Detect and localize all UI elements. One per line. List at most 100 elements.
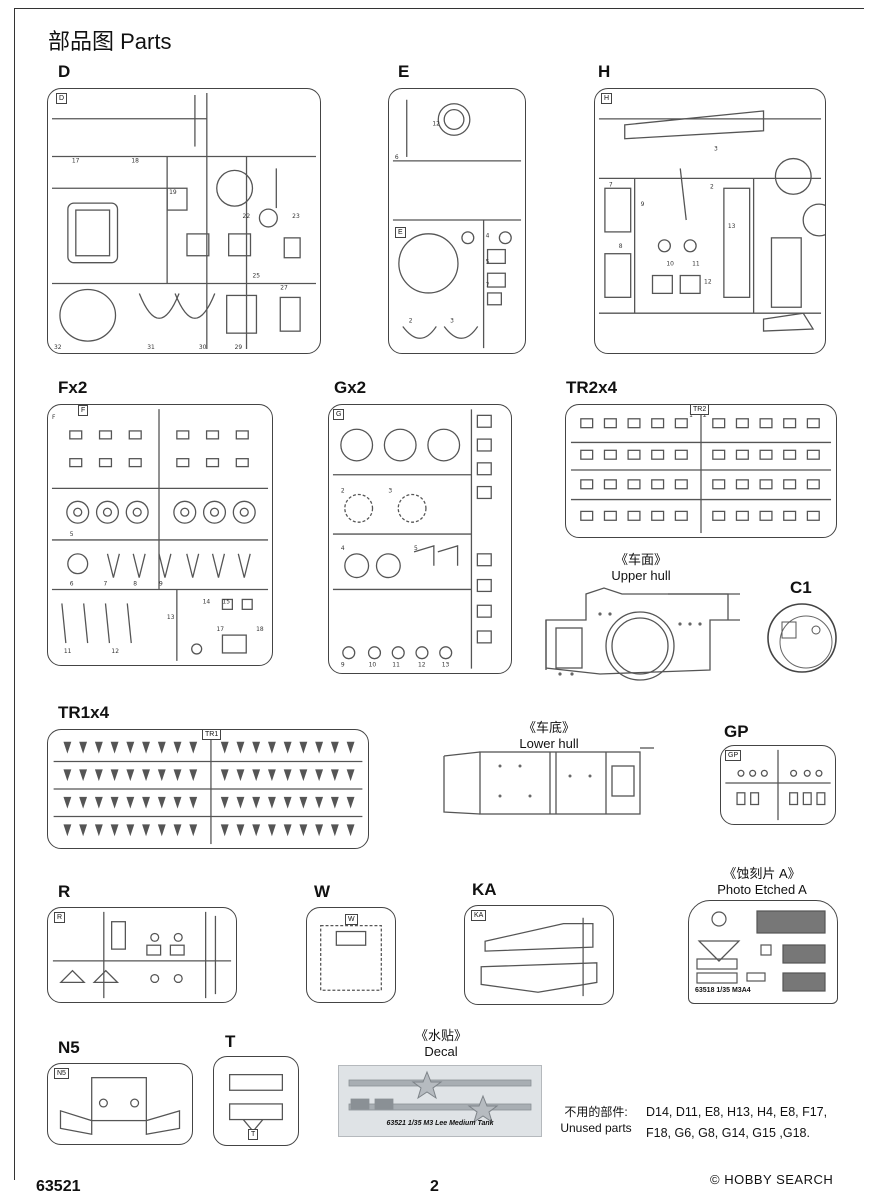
photo-etched-code: 63518 1/35 M3A4 (695, 987, 751, 994)
svg-text:4: 4 (486, 234, 490, 240)
svg-text:17: 17 (216, 626, 224, 633)
unused-parts-label: 不用的部件: Unused parts (558, 1104, 634, 1136)
sprue-label-t: T (225, 1032, 236, 1051)
unused-parts-label-en: Unused parts (560, 1121, 632, 1135)
svg-text:12: 12 (418, 662, 426, 669)
decal-label-cn: 《水贴》 (414, 1028, 467, 1043)
svg-text:5: 5 (414, 545, 418, 552)
page-title: 部品图 Parts (48, 29, 172, 54)
sprue-label-d: D (58, 62, 71, 81)
product-code: 63521 (36, 1178, 81, 1195)
svg-text:8: 8 (133, 581, 137, 588)
upper-hull-label-cn: 《车面》 (614, 552, 667, 567)
sprue-label-n5: N5 (58, 1038, 80, 1057)
svg-text:4: 4 (341, 545, 345, 552)
photo-etched-label-cn: 《蚀刻片 A》 (723, 866, 801, 881)
svg-text:2: 2 (409, 319, 413, 325)
svg-text:10: 10 (666, 261, 674, 268)
svg-text:13: 13 (167, 614, 175, 621)
decal-sheet: 63521 1/35 M3 Lee Medium Tank (338, 1065, 542, 1137)
svg-text:10: 10 (369, 662, 377, 669)
sprue-label-ka: KA (472, 880, 497, 899)
svg-text:F: F (52, 414, 56, 421)
svg-text:7: 7 (486, 283, 490, 289)
c1-drawing (767, 603, 837, 673)
sprue-tag-g: G (333, 409, 345, 420)
sprue-label-w: W (314, 882, 331, 901)
sprue-tag-t: T (248, 1129, 259, 1140)
svg-text:8: 8 (619, 243, 623, 250)
sprue-tag-tr2: TR2 (690, 405, 710, 415)
svg-text:17: 17 (72, 157, 80, 164)
lower-hull-drawing (443, 747, 654, 815)
svg-text:23: 23 (292, 213, 300, 220)
svg-text:30: 30 (199, 344, 207, 351)
svg-text:11: 11 (392, 662, 400, 669)
sprue-t: T (213, 1056, 299, 1146)
photo-etched-label-en: Photo Etched A (717, 882, 807, 897)
decal-drawing (348, 1070, 532, 1124)
photo-etched-fret: 63518 1/35 M3A4 (688, 900, 838, 1004)
lower-hull-label: 《车底》 Lower hull (494, 720, 604, 752)
sprue-n5: N5 (47, 1063, 193, 1145)
sprue-ka-drawing (480, 917, 598, 997)
svg-text:3: 3 (714, 146, 718, 153)
sprue-gp-drawing (725, 749, 831, 821)
svg-text:3: 3 (450, 319, 454, 325)
svg-text:14: 14 (203, 598, 211, 605)
sprue-tag-f: F (78, 405, 89, 416)
photo-etched-drawing (696, 910, 826, 992)
sprue-tag-r: R (54, 912, 66, 923)
svg-text:25: 25 (252, 273, 260, 280)
lower-hull-label-en: Lower hull (519, 736, 579, 751)
svg-text:18: 18 (131, 157, 139, 164)
sprue-tag-ka: KA (471, 910, 487, 921)
svg-text:12: 12 (432, 121, 440, 127)
svg-text:18: 18 (256, 626, 264, 633)
lower-hull-label-cn: 《车底》 (522, 720, 575, 735)
svg-text:11: 11 (64, 648, 72, 655)
svg-text:7: 7 (609, 181, 613, 188)
svg-text:9: 9 (159, 581, 163, 588)
svg-text:2: 2 (703, 413, 707, 419)
upper-hull-label-en: Upper hull (611, 568, 671, 583)
sprue-ka: KA (464, 905, 614, 1005)
svg-text:5: 5 (70, 531, 74, 538)
sprue-tag-gp: GP (725, 750, 742, 761)
sprue-tag-h: H (601, 93, 613, 104)
svg-text:31: 31 (147, 344, 155, 351)
sprue-label-g: Gx2 (334, 378, 367, 397)
svg-text:5: 5 (486, 259, 490, 265)
unused-parts-line-1: D14, D11, E8, H13, H4, E8, F17, (646, 1105, 828, 1119)
sprue-tag-tr1: TR1 (202, 730, 222, 740)
sprue-label-tr2: TR2x4 (566, 378, 618, 397)
sprue-w: W (306, 907, 396, 1003)
sprue-n5-drawing (59, 1077, 181, 1136)
sprue-tag-e: E (395, 227, 406, 238)
svg-text:6: 6 (395, 155, 399, 161)
svg-text:12: 12 (111, 648, 119, 655)
svg-text:13: 13 (728, 223, 736, 230)
sprue-tag-d: D (56, 93, 68, 104)
svg-text:2: 2 (710, 183, 714, 190)
sprue-label-gp: GP (724, 722, 749, 741)
svg-text:13: 13 (442, 662, 450, 669)
sprue-r-drawing (52, 911, 232, 999)
sprue-e: 6121 457 23 E (388, 88, 526, 354)
sprue-r: R (47, 907, 237, 1003)
unused-parts-label-cn: 不用的部件: (564, 1105, 628, 1119)
svg-text:1: 1 (689, 413, 693, 419)
svg-text:29: 29 (235, 344, 243, 351)
svg-text:7: 7 (104, 581, 108, 588)
sprue-tag-w: W (345, 914, 358, 925)
upper-hull-label: 《车面》 Upper hull (586, 552, 696, 584)
svg-text:27: 27 (280, 284, 288, 291)
hobby-search-watermark: © HOBBY SEARCH (710, 1172, 834, 1187)
